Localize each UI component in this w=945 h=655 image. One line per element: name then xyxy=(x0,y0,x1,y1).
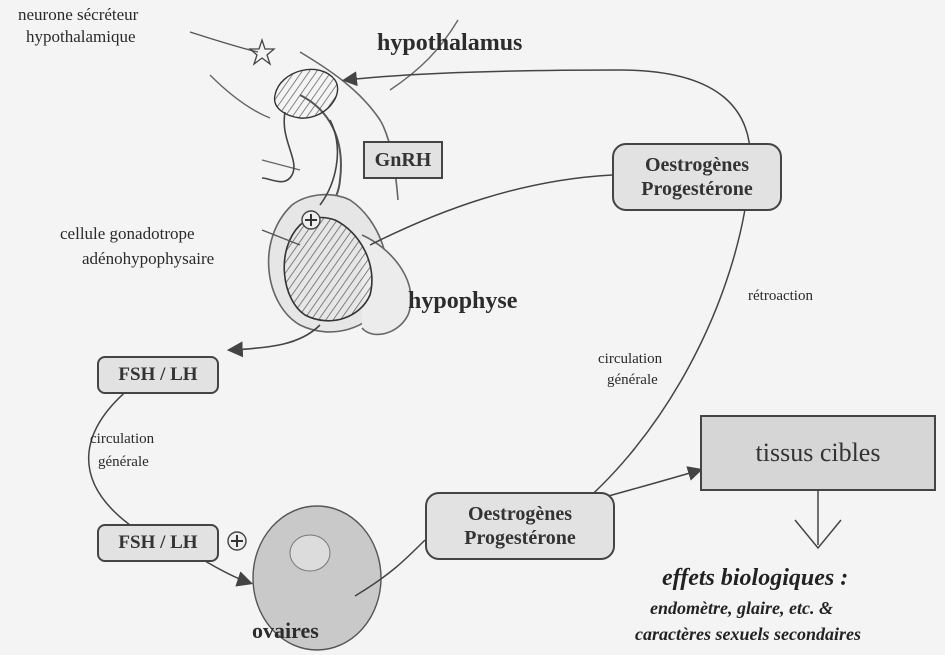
neurone-label-line2: hypothalamique xyxy=(26,28,136,46)
neurone-label-line1: neurone sécréteur xyxy=(18,6,138,24)
release-arrow xyxy=(230,325,320,350)
hormones-to-pituitary xyxy=(370,175,612,245)
portal-vessel xyxy=(320,120,337,205)
plus-icon xyxy=(302,211,320,229)
ovaires-label: ovaires xyxy=(252,618,319,644)
hypothalamus-label: hypothalamus xyxy=(377,30,522,57)
star-neuron-icon xyxy=(250,40,274,64)
circulation-left-line2: générale xyxy=(98,453,149,471)
effets-line2: caractères sexuels secondaires xyxy=(635,624,861,645)
hormones-box-bottom: Oestrogènes Progestérone xyxy=(425,492,615,560)
plus-icon xyxy=(228,532,246,550)
cellule-label-line2: adénohypophysaire xyxy=(82,250,214,268)
circulation-left-line1: circulation xyxy=(90,430,154,448)
hormones-bottom-line1: Oestrogènes xyxy=(468,502,572,526)
circulation-mid-line1: circulation xyxy=(598,350,662,368)
tissus-cibles-box: tissus cibles xyxy=(700,415,936,491)
hormones-bottom-line2: Progestérone xyxy=(464,526,575,550)
hormones-box-top: Oestrogènes Progestérone xyxy=(612,143,782,211)
retroaction-label: rétroaction xyxy=(748,287,813,305)
hormones-top-line2: Progestérone xyxy=(641,177,752,201)
fsh-lh-box-top: FSH / LH xyxy=(97,356,219,394)
hormones-top-line1: Oestrogènes xyxy=(645,153,749,177)
fsh-lh-box-bottom: FSH / LH xyxy=(97,524,219,562)
neurone-pointer xyxy=(190,32,258,52)
gnrh-box: GnRH xyxy=(363,141,443,179)
effets-title: effets biologiques : xyxy=(662,565,848,592)
circulation-mid-line2: générale xyxy=(607,371,658,389)
hypophyse-label: hypophyse xyxy=(408,288,517,315)
neuron-axon xyxy=(262,112,294,182)
effets-line1: endomètre, glaire, etc. & xyxy=(650,598,833,619)
neuron-cluster xyxy=(275,69,338,118)
cellule-label-line1: cellule gonadotrope xyxy=(60,225,195,243)
